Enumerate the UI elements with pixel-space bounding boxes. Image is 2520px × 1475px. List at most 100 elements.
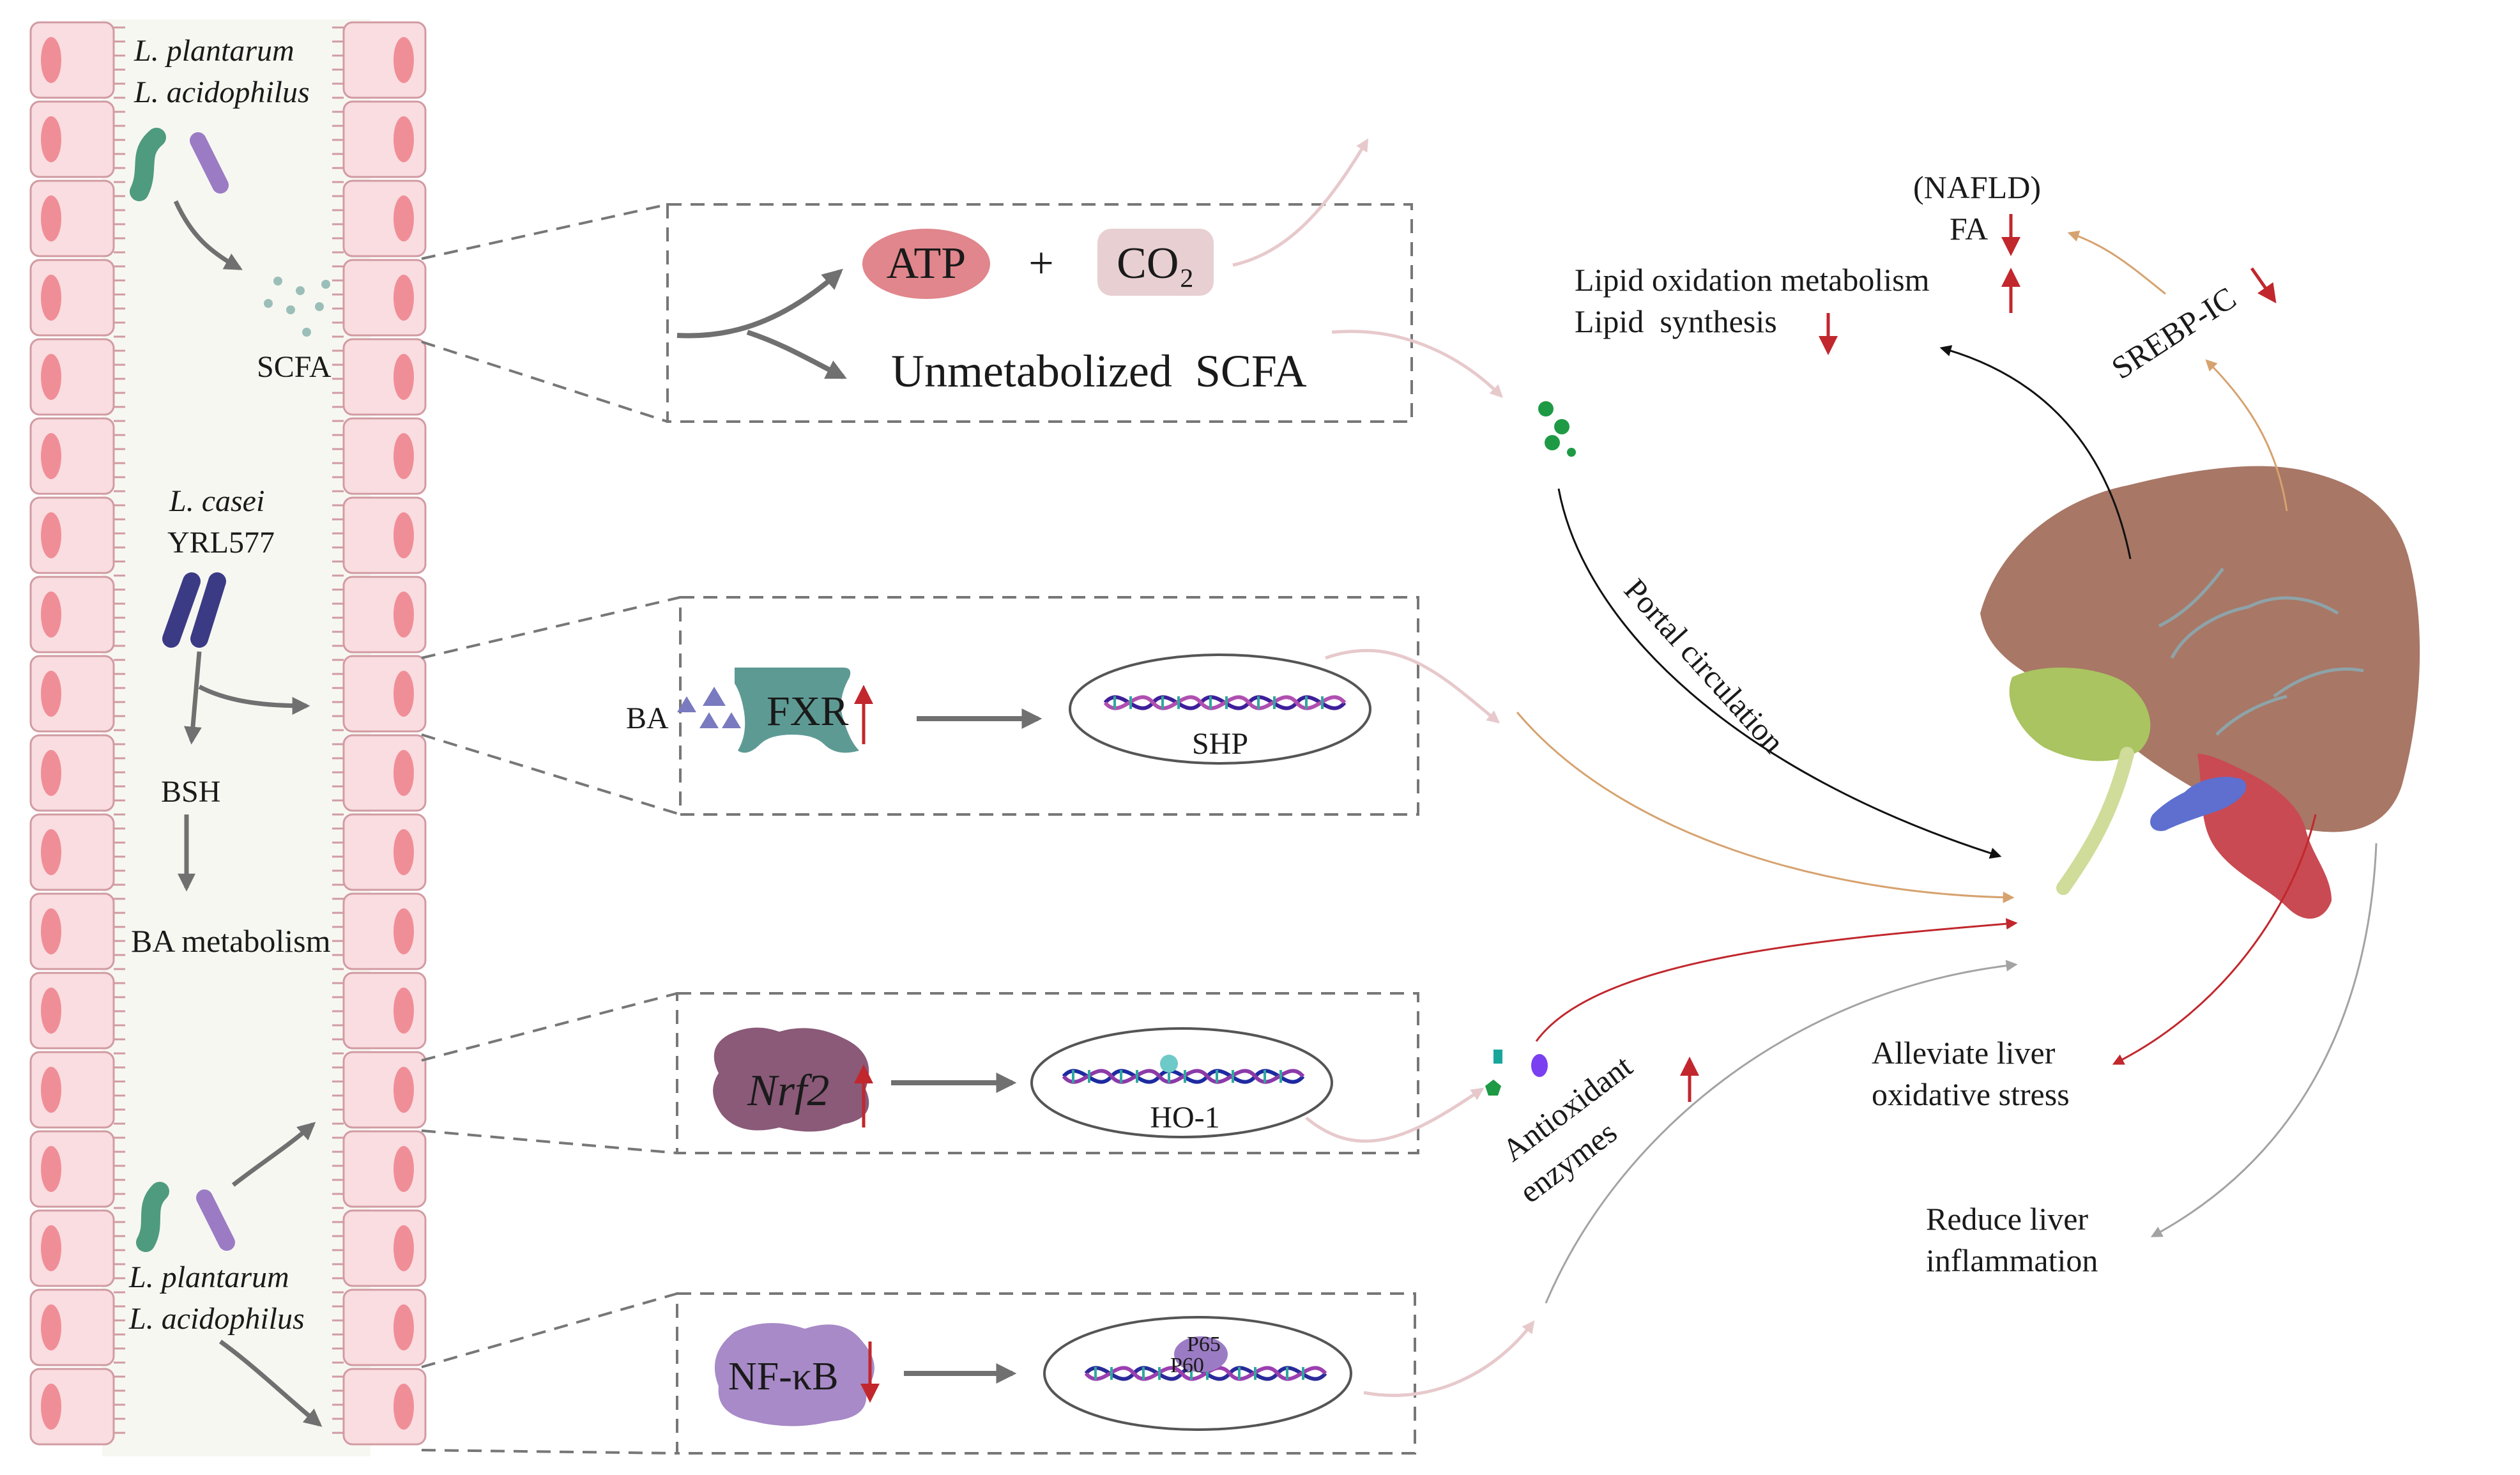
left-epithelial-nucleus xyxy=(41,1225,61,1271)
ho1-dna-icon xyxy=(1062,1055,1305,1084)
box4-border xyxy=(676,1292,1416,1455)
co2-label: CO₂ xyxy=(1117,239,1195,288)
zoom-lines xyxy=(421,203,681,1455)
oxidative-label-2: oxidative stress xyxy=(1872,1076,2070,1112)
nrf2-label: Nrf2 xyxy=(747,1066,829,1115)
bacteria-top-name-1: L. plantarum xyxy=(134,34,294,68)
arrow-casei-to-bsh xyxy=(183,651,202,745)
portal-vein xyxy=(2150,777,2247,831)
left-epithelial-nucleus xyxy=(41,1384,61,1430)
srebp-label: SREBP-IC xyxy=(2105,280,2242,386)
scfa-dots xyxy=(264,277,330,337)
nfkb-box: NF-κB P65 P60 xyxy=(676,1292,1535,1455)
scfa-label: SCFA xyxy=(257,350,332,384)
lipid-synthesis-label: Lipid synthesis xyxy=(1575,303,1777,339)
left-epithelial-nucleus xyxy=(41,195,61,241)
ba-label: BA xyxy=(626,701,669,735)
p65-label: P65 xyxy=(1187,1333,1221,1356)
arrow-casei-to-wall xyxy=(198,684,310,715)
liver-icon xyxy=(1980,466,2420,832)
right-epithelial-nucleus xyxy=(393,1384,414,1430)
left-epithelial-nucleus xyxy=(41,1146,61,1192)
box1-split-arrow-up xyxy=(676,268,843,339)
green-bacterium-bottom-icon xyxy=(136,1182,169,1252)
inflammation-label-1: Reduce liver xyxy=(1926,1201,2088,1237)
liver-vessels xyxy=(2158,567,2364,736)
left-epithelial-nucleus xyxy=(41,988,61,1034)
liver-illustration xyxy=(1980,466,2420,919)
green-bacterium-icon xyxy=(130,128,166,201)
lipid-oxidation-label: Lipid oxidation metabolism xyxy=(1575,262,1930,298)
oxidative-label-1: Alleviate liver xyxy=(1872,1035,2056,1071)
p60-label: P60 xyxy=(1170,1354,1204,1377)
bacteria-middle-name-1: L. casei xyxy=(169,484,264,518)
shp-ellipse xyxy=(1069,653,1371,765)
bacteria-bottom-name-1: L. plantarum xyxy=(128,1260,289,1294)
left-epithelial-nucleus xyxy=(41,1304,61,1350)
casei-bacterium-icon xyxy=(162,572,226,648)
right-epithelium xyxy=(342,21,427,1446)
right-epithelial-nucleus xyxy=(393,1146,414,1192)
box1-border xyxy=(666,203,1413,423)
right-epithelial-nucleus xyxy=(393,750,414,796)
srebp-to-fa-arrow xyxy=(2067,231,2166,295)
fxr-to-liver-arrow xyxy=(1516,712,2015,903)
liver-to-inflammation-arrow xyxy=(2150,843,2378,1237)
bacteria-top-name-2: L. acidophilus xyxy=(134,75,310,109)
left-epithelial-nucleus xyxy=(41,1067,61,1113)
left-epithelial-nucleus xyxy=(41,433,61,479)
arrow-to-scfa xyxy=(173,200,243,271)
plus-sign: + xyxy=(1028,239,1053,288)
nafld-label: (NAFLD) xyxy=(1913,169,2041,205)
arrow-bottom-down xyxy=(218,1340,323,1427)
gallbladder-icon xyxy=(2009,668,2151,761)
bacteria-bottom-name-2: L. acidophilus xyxy=(128,1302,305,1336)
scfa-exit-arrow xyxy=(1331,330,1503,398)
ho1-exit-arrow xyxy=(1305,1087,1485,1143)
atp-ellipse xyxy=(862,229,990,299)
left-epithelium xyxy=(29,21,115,1446)
fxr-label: FXR xyxy=(767,688,848,735)
right-epithelial-nucleus xyxy=(393,116,414,162)
right-epithelial-nucleus xyxy=(393,829,414,875)
microvilli xyxy=(114,26,344,1434)
left-epithelial-nucleus xyxy=(41,671,61,717)
left-epithelial-nucleus xyxy=(41,275,61,321)
ho1-ellipse xyxy=(1030,1027,1333,1138)
right-epithelial-nucleus xyxy=(393,354,414,400)
shp-exit-arrow xyxy=(1325,648,1501,724)
ho1-label: HO-1 xyxy=(1150,1101,1219,1135)
left-epithelial-nucleus xyxy=(41,829,61,875)
unmetabolized-scfa-label: Unmetabolized SCFA xyxy=(891,346,1307,397)
portal-circulation-arrow xyxy=(1557,488,2002,859)
srebp-down-arrow xyxy=(2250,267,2277,303)
left-epithelial-nucleus xyxy=(41,592,61,638)
right-epithelial-nucleus xyxy=(393,433,414,479)
atp-label: ATP xyxy=(887,239,966,288)
fa-label: FA xyxy=(1950,211,1988,247)
right-epithelial-nucleus xyxy=(393,671,414,717)
scfa-metabolism-box: ATP + CO₂ Unmetabolized SCFA xyxy=(666,138,1503,423)
liver-to-oxidative-arrow xyxy=(2112,814,2317,1065)
right-epithelial-nucleus xyxy=(393,1067,414,1113)
nrf2-to-liver-arrow xyxy=(1535,918,2018,1042)
nfkb-label: NF-κB xyxy=(728,1355,839,1398)
bacteria-top-group: L. plantarum L. acidophilus SCFA xyxy=(130,34,332,384)
right-epithelial-nucleus xyxy=(393,908,414,954)
fxr-receptor-icon xyxy=(735,668,859,753)
left-epithelial-nucleus xyxy=(41,908,61,954)
right-epithelial-nucleus xyxy=(393,592,414,638)
inflammation-label-2: inflammation xyxy=(1926,1242,2098,1278)
bsh-label: BSH xyxy=(161,775,220,809)
nfkb-blob-icon xyxy=(714,1323,874,1426)
left-epithelial-nucleus xyxy=(41,116,61,162)
ba-triangles-icon xyxy=(677,687,741,728)
shp-label: SHP xyxy=(1192,727,1248,761)
purple-bacterium-icon xyxy=(190,132,229,194)
box2-border xyxy=(679,596,1419,816)
bacteria-middle-group: L. casei YRL577 BSH BA metabolism xyxy=(131,484,331,959)
nrf2-blob-icon xyxy=(713,1027,869,1132)
bacteria-middle-name-2: YRL577 xyxy=(167,526,275,560)
